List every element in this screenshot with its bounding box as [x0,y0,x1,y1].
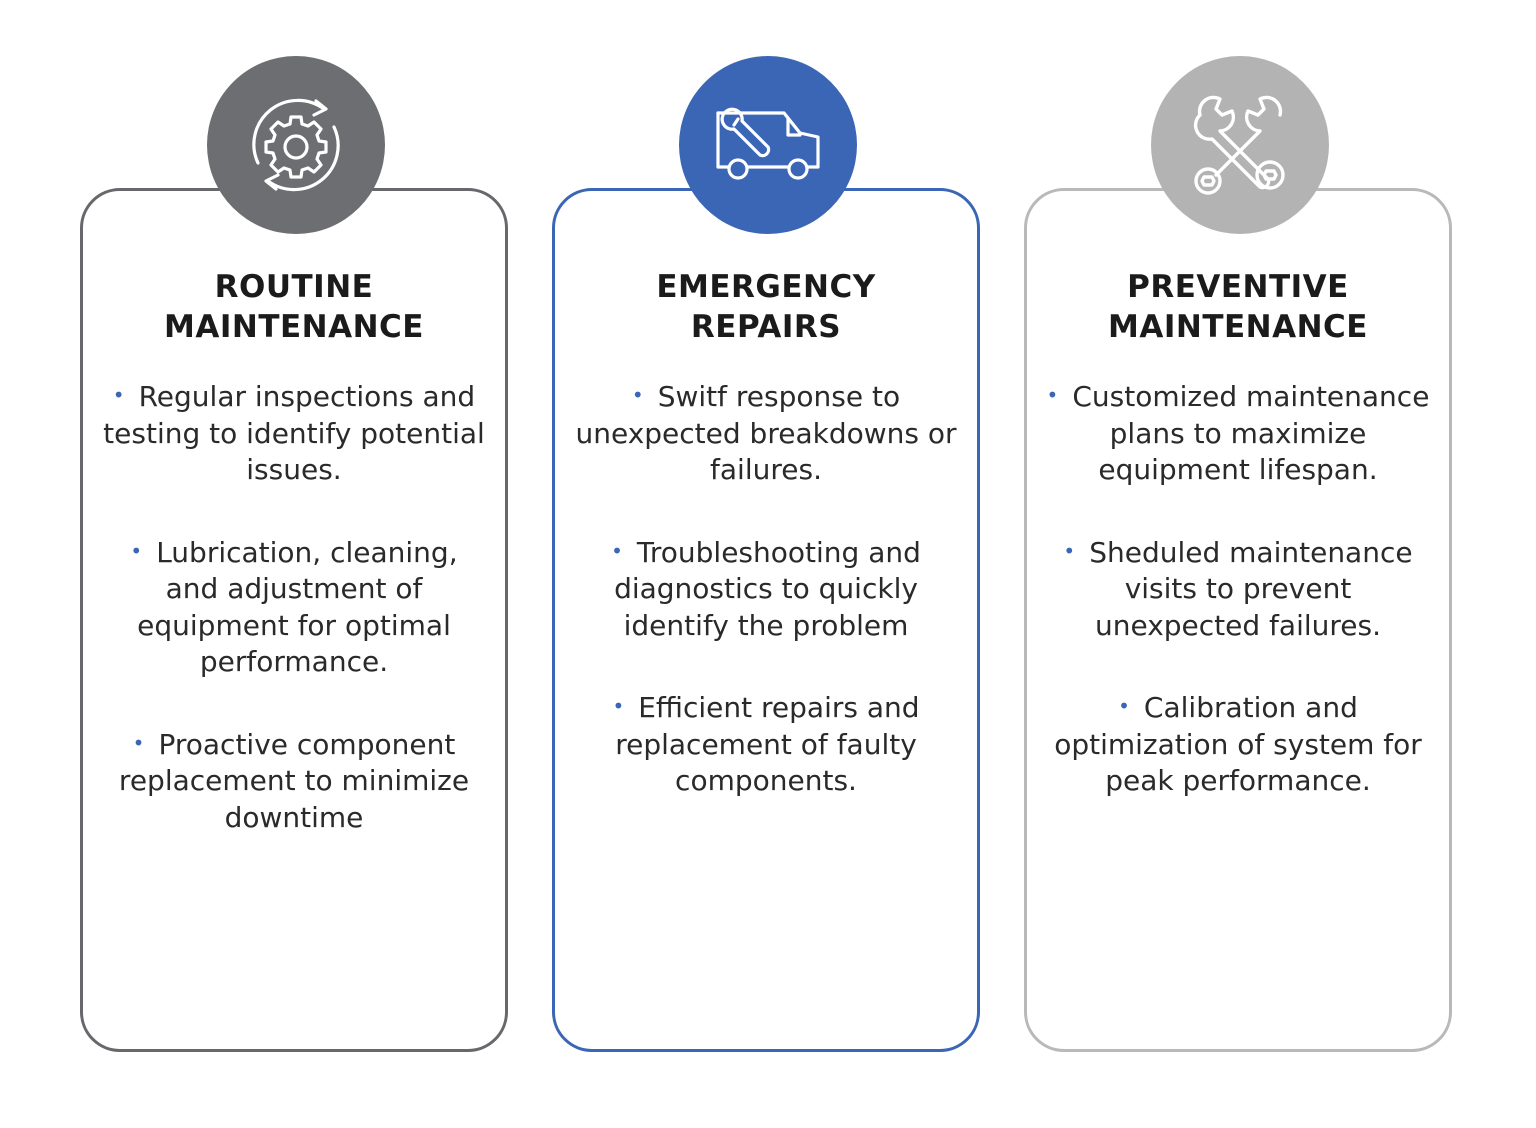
emergency-repairs-card: EMERGENCY REPAIRS •Switf response to une… [552,188,980,1052]
list-item: •Calibration and optimization of system … [1054,691,1422,797]
bullet-list: •Regular inspections and testing to iden… [101,377,487,880]
list-item: •Switf response to unexpected breakdowns… [575,380,957,486]
list-item: •Regular inspections and testing to iden… [103,380,485,486]
preventive-maintenance-card: PREVENTIVE MAINTENANCE •Customized maint… [1024,188,1452,1052]
emergency-badge [679,56,857,234]
routine-maintenance-card: ROUTINE MAINTENANCE •Regular inspections… [80,188,508,1052]
list-item: •Customized maintenance plans to maximiz… [1046,380,1430,486]
bullet-list: •Switf response to unexpected breakdowns… [573,377,959,844]
bullet-list: •Customized maintenance plans to maximiz… [1045,377,1431,844]
card-title: PREVENTIVE MAINTENANCE [1108,269,1368,345]
crossed-wrenches-icon [1193,95,1285,195]
list-item: •Efficient repairs and replacement of fa… [612,691,920,797]
list-item: •Troubleshooting and diagnostics to quic… [611,535,921,642]
service-van-icon [716,107,820,180]
list-item: •Proactive component replacement to mini… [118,727,470,834]
preventive-badge [1151,56,1329,234]
card-title: ROUTINE MAINTENANCE [164,269,424,345]
list-item: •Lubrication, cleaning, and adjustment o… [130,535,458,679]
routine-badge [207,56,385,234]
card-title: EMERGENCY REPAIRS [656,269,876,345]
list-item: •Sheduled maintenance visits to prevent … [1063,535,1413,642]
gear-cycle-icon [252,98,340,192]
